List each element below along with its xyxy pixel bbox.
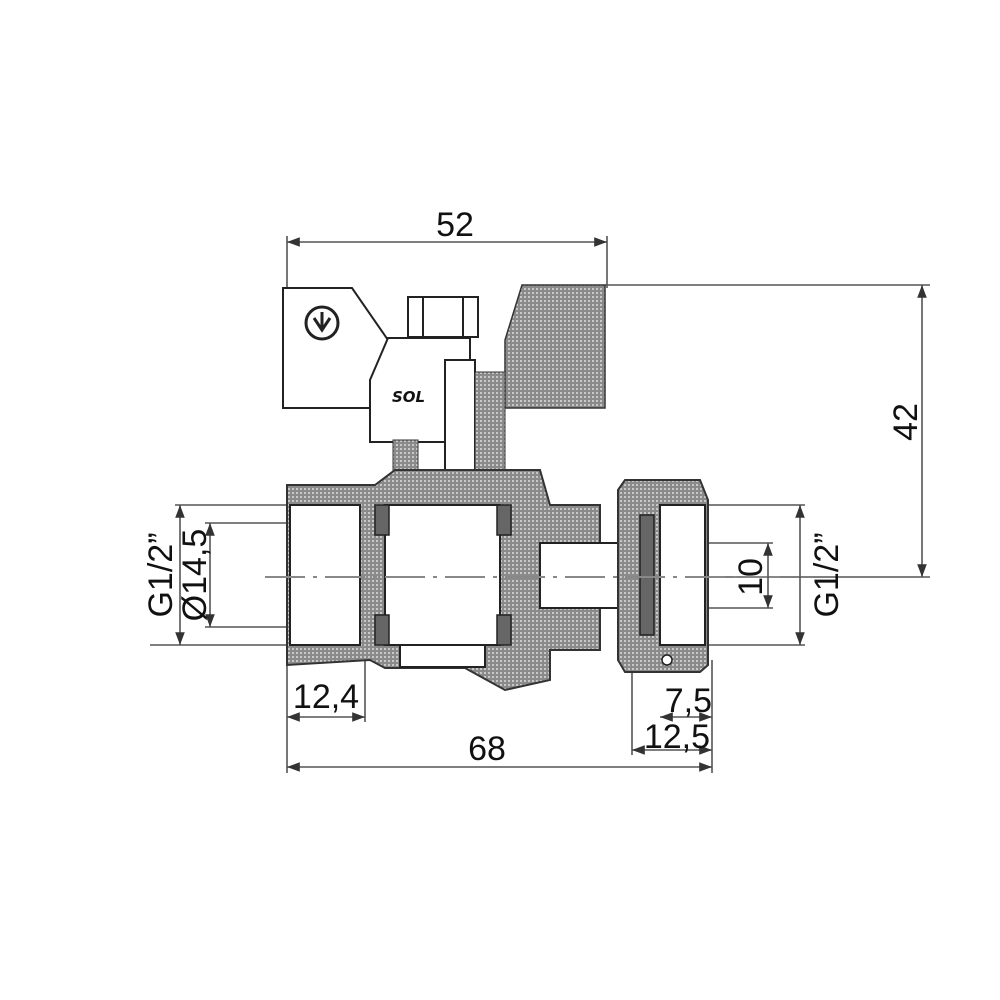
dim-68: 68 bbox=[468, 730, 506, 768]
handle-brand-text: SOL bbox=[392, 388, 425, 406]
dim-12-4: 12,4 bbox=[293, 678, 359, 716]
valve-body bbox=[286, 469, 709, 692]
dimension-lines bbox=[175, 237, 927, 772]
stem-nut bbox=[407, 296, 479, 338]
ball bbox=[384, 504, 501, 646]
dim-left-thread: G1/2” bbox=[142, 532, 180, 617]
dim-right-thread: G1/2” bbox=[808, 532, 846, 617]
dim-12-5: 12,5 bbox=[644, 718, 710, 756]
dim-52: 52 bbox=[436, 206, 474, 244]
dim-7-5: 7,5 bbox=[665, 682, 712, 720]
butterfly-handle: SOL bbox=[282, 284, 606, 481]
stem bbox=[444, 359, 476, 471]
handle-right-wing bbox=[504, 284, 606, 409]
left-port bbox=[289, 504, 361, 646]
dim-right-bore: 10 bbox=[732, 558, 770, 596]
dim-42: 42 bbox=[887, 403, 925, 441]
logo-icon bbox=[304, 305, 340, 341]
dim-left-bore: Ø14,5 bbox=[176, 529, 214, 622]
right-port bbox=[659, 504, 706, 646]
union-bore bbox=[539, 542, 621, 609]
